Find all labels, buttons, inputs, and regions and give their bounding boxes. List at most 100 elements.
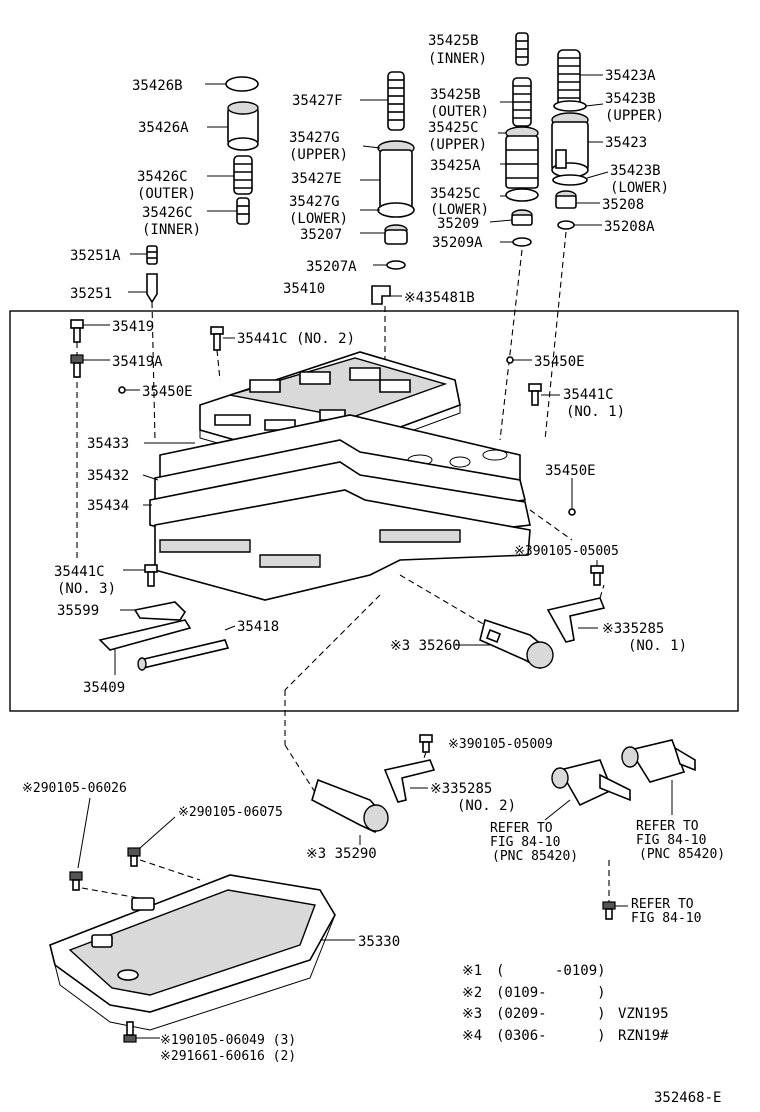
label-35423B-lower: 35423B	[610, 163, 661, 179]
label-35427G-upper-qualifier: (UPPER)	[289, 147, 348, 163]
refer-bolt	[602, 901, 616, 920]
refer-b-line1: REFER TO	[636, 819, 699, 834]
label-35426C-outer: 35426C	[137, 169, 188, 185]
part-35423A-spring	[557, 49, 581, 109]
part-35409-lever	[98, 619, 192, 651]
label-35423B-lower-qualifier: (LOWER)	[610, 180, 669, 196]
part-35441C-no3-bolt	[144, 564, 158, 587]
legend-range-4: (0306- )	[496, 1028, 606, 1044]
label-35207: 35207	[300, 227, 342, 243]
part-35290-solenoid	[311, 778, 389, 833]
label-35432: 35432	[87, 468, 129, 484]
part-35207A-clip	[386, 260, 406, 270]
part-90105-06075-bolt	[127, 847, 141, 867]
label-35285-no2-qualifier: (NO. 2)	[457, 798, 516, 814]
refer-solenoid-a	[551, 759, 631, 807]
label-90105-05009: ※390105-05009	[448, 737, 553, 752]
label-35425A: 35425A	[430, 158, 481, 174]
refer-a-line2: FIG 84-10	[490, 835, 560, 850]
label-35423A: 35423A	[605, 68, 656, 84]
label-35423B-upper: 35423B	[605, 91, 656, 107]
label-35450E-right: 35450E	[534, 354, 585, 370]
part-35208A-clip	[557, 220, 575, 230]
part-35426B-shape	[225, 76, 259, 92]
part-35423-piston	[551, 112, 589, 178]
diagram-id: 352468-E	[654, 1090, 721, 1106]
label-35425C-lower: 35425C	[430, 186, 481, 202]
label-35419: 35419	[112, 319, 154, 335]
part-35209-plug	[511, 209, 533, 226]
legend-mark-1: ※1	[462, 963, 482, 979]
refer-b-line2: FIG 84-10	[636, 833, 706, 848]
legend-range-2: (0109- )	[496, 985, 606, 1001]
part-90105-06026-bolt	[69, 871, 83, 891]
label-35441C-no3: 35441C	[54, 564, 105, 580]
label-35433: 35433	[87, 436, 129, 452]
part-35419-bolt	[70, 319, 84, 343]
refer-c-line1: REFER TO	[631, 897, 694, 912]
part-35426A-shape	[227, 101, 259, 151]
part-35419A-bolt	[70, 354, 84, 378]
part-35423B-lower-ring	[552, 174, 588, 186]
label-35207A: 35207A	[306, 259, 357, 275]
part-35599-bracket	[133, 601, 187, 621]
label-35481B: ※435481B	[404, 290, 475, 306]
part-90105-05005-bolt	[590, 565, 604, 586]
label-35426A: 35426A	[138, 120, 189, 136]
label-35208A: 35208A	[604, 219, 655, 235]
part-35285-no1-bracket	[546, 597, 606, 643]
legend: ※1 ( -0109) ※2 (0109- ) ※3 (0209- ) VZN1…	[462, 963, 669, 1044]
label-90105-06026: ※290105-06026	[22, 781, 127, 796]
label-35251A: 35251A	[70, 248, 121, 264]
label-35427G-lower: 35427G	[289, 194, 340, 210]
label-35425C-lower-qualifier: (LOWER)	[430, 202, 489, 218]
part-35425B-inner-spring	[515, 32, 529, 66]
legend-model-3: VZN195	[618, 1006, 669, 1022]
label-35418: 35418	[237, 619, 279, 635]
label-35290: ※3 35290	[306, 846, 377, 862]
label-35251: 35251	[70, 286, 112, 302]
label-91661-60616: ※291661-60616 (2)	[160, 1049, 296, 1064]
legend-mark-2: ※2	[462, 985, 482, 1001]
label-35209A: 35209A	[432, 235, 483, 251]
label-35426C-inner: 35426C	[142, 205, 193, 221]
part-35425A-valve	[505, 126, 539, 202]
legend-range-3: (0209- )	[496, 1006, 606, 1022]
part-35427F-spring	[387, 71, 405, 131]
label-35441C-no2: 35441C (NO. 2)	[237, 331, 355, 347]
part-35251-shape	[146, 273, 158, 304]
label-35427G-upper: 35427G	[289, 130, 340, 146]
legend-mark-3: ※3	[462, 1006, 482, 1022]
label-35285-no2: ※335285	[430, 781, 492, 797]
part-35450E-mid-ball	[568, 508, 576, 516]
label-35427E: 35427E	[291, 171, 342, 187]
part-35425B-outer-spring	[512, 77, 532, 127]
label-35419A: 35419A	[112, 354, 163, 370]
part-35426C-outer-spring	[233, 155, 253, 195]
label-35427G-lower-qualifier: (LOWER)	[289, 211, 348, 227]
label-35423: 35423	[605, 135, 647, 151]
label-35409: 35409	[83, 680, 125, 696]
label-35425C-upper: 35425C	[428, 120, 479, 136]
label-35425B-outer: 35425B	[430, 87, 481, 103]
part-35208-plug	[555, 190, 577, 209]
lower-valve-body	[154, 489, 531, 601]
label-35425C-upper-qualifier: (UPPER)	[428, 137, 487, 153]
part-90105-05009-bolt	[419, 734, 433, 753]
part-35330-oil-pan	[49, 874, 336, 1031]
legend-range-1: ( -0109)	[496, 963, 606, 979]
label-35425B-outer-qualifier: (OUTER)	[430, 104, 489, 120]
part-35207-plug	[384, 224, 408, 245]
part-35418-rod	[137, 639, 230, 671]
part-35427E-sleeve	[377, 140, 415, 218]
label-35450E-mid: 35450E	[545, 463, 596, 479]
label-35441C-no1: 35441C	[563, 387, 614, 403]
label-35441C-no1-qualifier: (NO. 1)	[566, 404, 625, 420]
label-35599: 35599	[57, 603, 99, 619]
label-35410: 35410	[283, 281, 325, 297]
part-35423B-upper-ring	[553, 100, 587, 112]
part-35450E-left-ball	[118, 386, 126, 394]
part-35450E-right-ball	[506, 356, 514, 364]
label-35426C-outer-qualifier: (OUTER)	[137, 186, 196, 202]
